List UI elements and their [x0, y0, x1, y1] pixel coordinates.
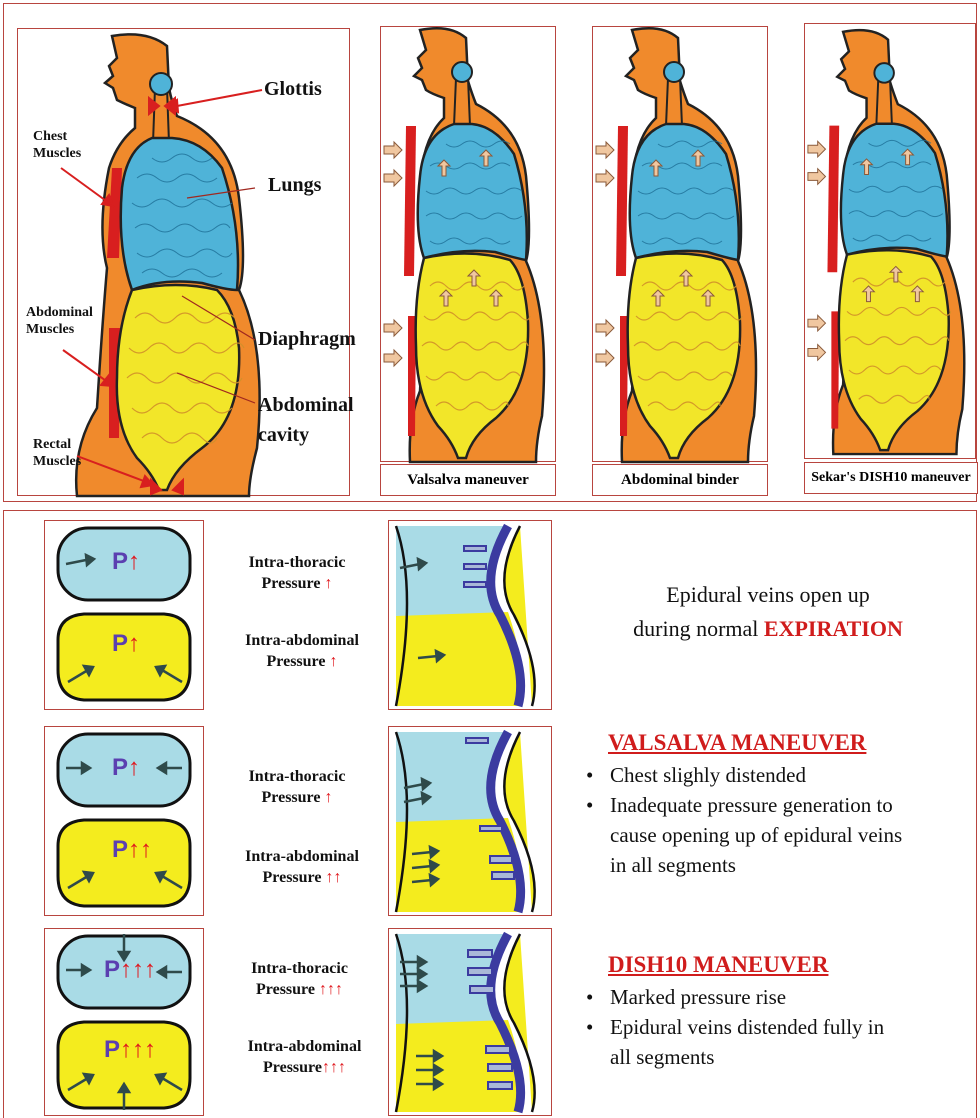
- label-rectal-muscles: Rectal Muscles: [33, 436, 93, 470]
- dish10-note: DISH10 MANEUVER Marked pressure rise Epi…: [582, 952, 972, 1072]
- chamber-p-row1-bottom: P↑: [112, 630, 140, 658]
- expiration-line2: during normal EXPIRATION: [568, 612, 968, 646]
- pressure-thoracic-row2: Intra-thoracic Pressure ↑: [222, 766, 372, 808]
- chamber-p-row3-bottom: P↑↑↑: [104, 1036, 156, 1064]
- up-arrow-icon: ↑: [325, 653, 337, 670]
- spine-drawing-row2: [388, 726, 552, 916]
- up-arrow-icon: ↑↑: [128, 836, 152, 863]
- dish10-heading: DISH10 MANEUVER: [608, 952, 972, 978]
- pressure-abdominal-row3: Intra-abdominal Pressure↑↑↑: [222, 1036, 387, 1078]
- up-arrow-icon: ↑: [320, 575, 332, 592]
- label-glottis: Glottis: [264, 78, 322, 101]
- p-letter: P: [112, 630, 128, 657]
- spine-drawing-row1: [388, 520, 552, 710]
- up-arrow-icon: ↑↑↑: [322, 1059, 346, 1076]
- anatomy-figure-binder: [592, 26, 768, 462]
- up-arrow-icon: ↑↑: [321, 869, 341, 886]
- spine-drawing-row3: [388, 928, 552, 1116]
- chamber-p-row2-top: P↑: [112, 754, 140, 782]
- bullet-item: Epidural veins distended fully in all se…: [582, 1012, 890, 1072]
- caption-valsalva: Valsalva maneuver: [380, 464, 556, 496]
- up-arrow-icon: ↑: [128, 548, 140, 575]
- dish10-bullets: Marked pressure rise Epidural veins dist…: [582, 982, 972, 1072]
- caption-abdominal-binder: Abdominal binder: [592, 464, 768, 496]
- pressure-label: Intra-abdominal Pressure: [245, 848, 359, 886]
- label-abdominal-cavity: Abdominal cavity: [258, 390, 354, 450]
- up-arrow-icon: ↑: [128, 754, 140, 781]
- chamber-p-row3-top: P↑↑↑: [104, 956, 156, 984]
- caption-dish10: Sekar's DISH10 maneuver: [804, 462, 978, 494]
- label-diaphragm: Diaphragm: [258, 328, 356, 351]
- chamber-p-row2-bottom: P↑↑: [112, 836, 152, 864]
- expiration-keyword: EXPIRATION: [764, 616, 903, 641]
- bullet-item: Marked pressure rise: [582, 982, 972, 1012]
- p-letter: P: [112, 548, 128, 575]
- valsalva-note: VALSALVA MANEUVER Chest slighly distende…: [582, 730, 972, 880]
- label-lungs: Lungs: [268, 174, 321, 197]
- anatomy-figure-dish10: [804, 23, 976, 459]
- label-abdominal-muscles: Abdominal Muscles: [26, 304, 96, 338]
- expiration-note: Epidural veins open up during normal EXP…: [568, 578, 968, 646]
- p-letter: P: [104, 956, 120, 983]
- pressure-label: Intra-abdominal Pressure: [245, 632, 359, 670]
- up-arrow-icon: ↑↑↑: [120, 956, 156, 983]
- p-letter: P: [112, 836, 128, 863]
- up-arrow-icon: ↑: [320, 789, 332, 806]
- pressure-thoracic-row3: Intra-thoracic Pressure ↑↑↑: [222, 958, 377, 1000]
- valsalva-heading: VALSALVA MANEUVER: [608, 730, 972, 756]
- p-letter: P: [112, 754, 128, 781]
- p-letter: P: [104, 1036, 120, 1063]
- chamber-p-row1-top: P↑: [112, 548, 140, 576]
- label-chest-muscles: Chest Muscles: [33, 128, 93, 162]
- up-arrow-icon: ↑: [128, 630, 140, 657]
- pressure-abdominal-row2: Intra-abdominal Pressure ↑↑: [222, 846, 382, 888]
- anatomy-figure-valsalva: [380, 26, 556, 462]
- up-arrow-icon: ↑↑↑: [120, 1036, 156, 1063]
- expiration-line1: Epidural veins open up: [568, 578, 968, 612]
- up-arrow-icon: ↑↑↑: [315, 981, 343, 998]
- pressure-abdominal-row1: Intra-abdominal Pressure ↑: [222, 630, 382, 672]
- bullet-item: Chest slighly distended: [582, 760, 972, 790]
- valsalva-bullets: Chest slighly distended Inadequate press…: [582, 760, 972, 880]
- pressure-thoracic-row1: Intra-thoracic Pressure ↑: [222, 552, 372, 594]
- bullet-item: Inadequate pressure generation to cause …: [582, 790, 920, 880]
